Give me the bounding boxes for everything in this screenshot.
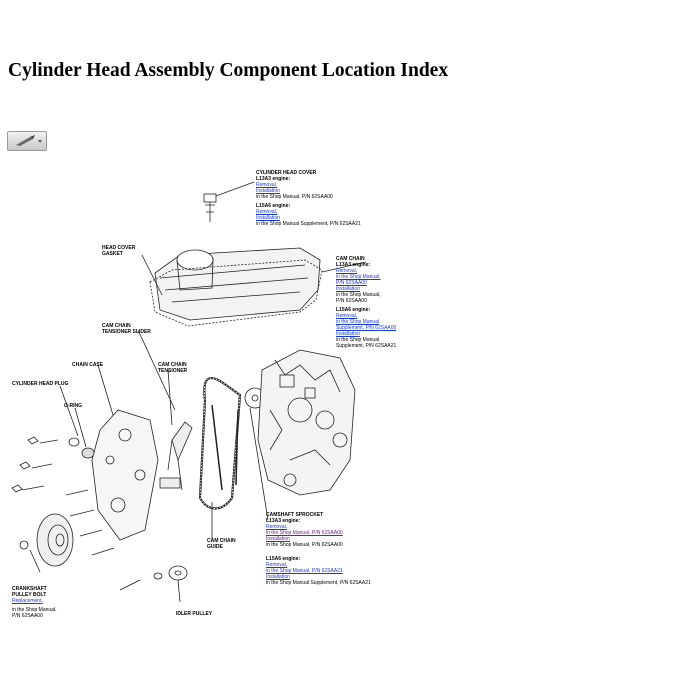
installation-link[interactable]: Installation — [336, 331, 360, 337]
manual-reference: in the Shop Manual — [336, 337, 380, 343]
callout-chain-case: CHAIN CASE — [72, 362, 103, 368]
callout-title: O-RING — [64, 403, 83, 409]
callout-title: GUIDE — [207, 544, 223, 550]
callout-cylinder-head-cover: CYLINDER HEAD COVER L13A3 engine: Remova… — [256, 170, 361, 227]
removal-link[interactable]: Removal, — [266, 524, 288, 530]
callout-cam-chain-tensioner: CAM CHAIN TENSIONER — [158, 362, 187, 374]
installation-link[interactable]: Installation — [266, 574, 290, 580]
manual-reference: in the Shop Manual Supplement, P/N 62SAA… — [266, 580, 371, 586]
removal-link[interactable]: Removal, — [256, 182, 278, 188]
removal-link[interactable]: Removal, — [336, 268, 358, 274]
callout-cam-chain-guide: CAM CHAIN GUIDE — [207, 538, 236, 550]
removal-reference-link[interactable]: P/N 62SAA00 — [336, 280, 367, 286]
manual-reference: P/N 62SAA00 — [12, 613, 43, 619]
callout-cam-chain-tensioner-slider: CAM CHAIN TENSIONER SLIDER — [102, 323, 151, 335]
engine-exploded-view — [11, 181, 367, 603]
engine-label: L13A3 engine: — [336, 262, 371, 268]
engine-label: L15A6 engine: — [256, 203, 291, 209]
removal-link[interactable]: Removal, — [266, 562, 288, 568]
engine-label: L15A6 engine: — [336, 307, 371, 313]
installation-link[interactable]: Installation — [256, 215, 280, 221]
callout-title: CHAIN CASE — [72, 362, 104, 368]
removal-reference-link[interactable]: in the Shop Manual, — [336, 274, 381, 280]
engine-label: L13A3 engine: — [256, 176, 291, 182]
callout-title: CAM CHAIN — [207, 538, 236, 544]
installation-link[interactable]: Installation — [266, 536, 290, 542]
callout-title: CAM CHAIN — [102, 323, 131, 329]
removal-reference-link[interactable]: in the Shop Manual — [336, 319, 380, 325]
callout-title: CAMSHAFT SPROCKET — [266, 512, 324, 518]
callout-title: PULLEY BOLT — [12, 592, 47, 598]
callout-camshaft-sprocket: CAMSHAFT SPROCKET L13A3 engine: Removal,… — [266, 512, 371, 586]
removal-reference-link[interactable]: Supplement, P/N 62SAA00 — [336, 325, 397, 331]
callout-title: CAM CHAIN — [158, 362, 187, 368]
callout-title: TENSIONER — [158, 368, 188, 374]
installation-link[interactable]: Installation — [336, 286, 360, 292]
manual-reference: Supplement, P/N 62SAA21 — [336, 343, 397, 349]
engine-label: L15A6 engine: — [266, 556, 301, 562]
removal-link[interactable]: Removal, — [336, 313, 358, 319]
manual-reference: in the Shop Manual, P/N 62SAA00 — [266, 542, 343, 548]
pen-tool-icon — [16, 135, 42, 146]
callout-idler-pulley: IDLER PULLEY — [176, 611, 212, 617]
manual-reference: P/N 62SAA00 — [336, 298, 367, 304]
callout-o-ring: O-RING — [64, 403, 82, 409]
engine-label: L13A3 engine: — [266, 518, 301, 524]
callout-title: CRANKSHAFT — [12, 586, 47, 592]
callout-title: CAM CHAIN — [336, 256, 365, 262]
callout-title: CYLINDER HEAD PLUG — [12, 381, 69, 387]
manual-reference: in the Shop Manual, — [12, 607, 57, 613]
callout-crankshaft-pulley-bolt: CRANKSHAFT PULLEY BOLT Replacement, in t… — [12, 586, 56, 619]
callout-title: IDLER PULLEY — [176, 611, 213, 617]
removal-link[interactable]: Removal, — [256, 209, 278, 215]
callout-cam-chain: CAM CHAIN L13A3 engine: Removal, in the … — [336, 256, 396, 349]
annotation-tool-button[interactable] — [7, 131, 47, 151]
manual-reference: in the Shop Manual, P/N 62SAA00 — [256, 194, 333, 200]
manual-reference: in the Shop Manual, — [336, 292, 381, 298]
manual-reference: in the Shop Manual Supplement, P/N 62SAA… — [256, 221, 361, 227]
callout-title: CYLINDER HEAD COVER — [256, 170, 317, 176]
removal-reference-link[interactable]: in the Shop Manual, P/N 62SAA21 — [266, 568, 343, 574]
component-diagram: CYLINDER HEAD COVER L13A3 engine: Remova… — [0, 160, 680, 630]
installation-link[interactable]: Installation — [256, 188, 280, 194]
callout-title: HEAD COVER — [102, 245, 136, 251]
callout-title: TENSIONER SLIDER — [102, 329, 151, 335]
callout-cylinder-head-plug: CYLINDER HEAD PLUG — [12, 381, 68, 387]
page-title: Cylinder Head Assembly Component Locatio… — [8, 60, 449, 81]
callout-title: GASKET — [102, 251, 123, 257]
removal-reference-link[interactable]: in the Shop Manual, P/N 62SAA00 — [266, 530, 343, 536]
callout-head-cover-gasket: HEAD COVER GASKET — [102, 245, 135, 257]
replacement-link[interactable]: Replacement, — [12, 598, 43, 604]
